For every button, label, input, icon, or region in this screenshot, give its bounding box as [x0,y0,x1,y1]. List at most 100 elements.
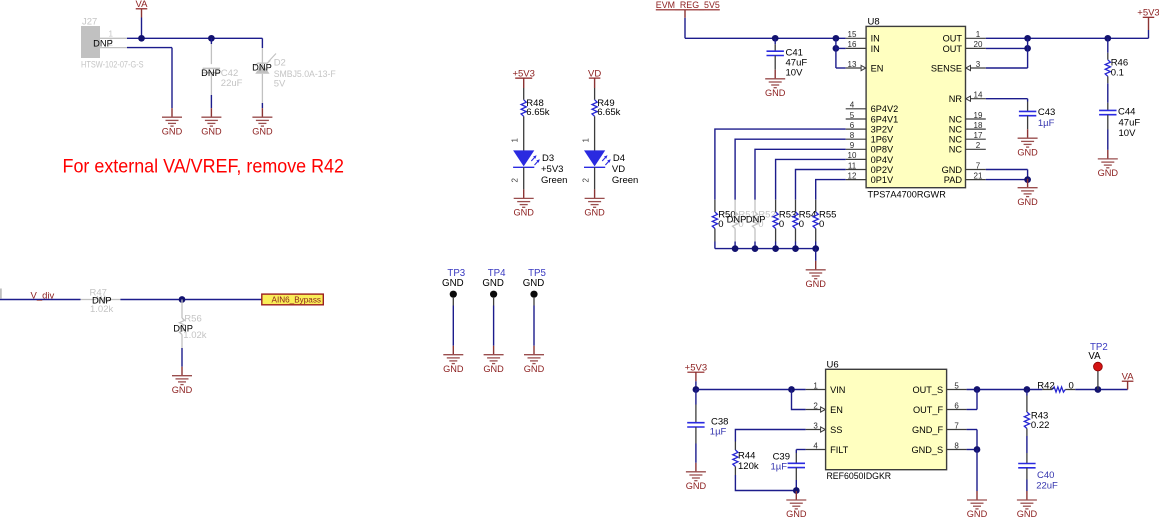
svg-text:GND: GND [1017,147,1038,157]
svg-text:1: 1 [976,30,981,39]
svg-text:R52: R52 [758,209,775,220]
svg-text:VD: VD [612,164,625,175]
svg-text:7: 7 [976,161,981,170]
svg-text:VA: VA [1122,371,1135,382]
svg-text:+5V3: +5V3 [541,164,563,175]
svg-text:OUT: OUT [943,34,963,44]
svg-text:2: 2 [511,178,520,183]
svg-text:GND_S: GND_S [911,445,943,455]
svg-text:2: 2 [582,178,591,183]
svg-text:R53: R53 [779,209,796,220]
svg-text:DNP: DNP [93,39,113,49]
svg-text:U8: U8 [868,16,880,27]
svg-text:R54: R54 [799,209,816,220]
svg-text:D4: D4 [613,153,625,164]
svg-text:5V: 5V [274,79,286,90]
svg-text:21: 21 [974,171,983,180]
svg-text:0P4V: 0P4V [871,155,894,165]
svg-text:7: 7 [954,421,959,430]
svg-text:C39: C39 [773,451,790,462]
svg-text:1µF: 1µF [770,462,787,473]
svg-text:OUT_F: OUT_F [913,405,944,415]
svg-text:1µF: 1µF [710,427,727,438]
svg-text:11: 11 [848,161,857,170]
svg-text:5: 5 [850,111,855,120]
svg-text:C42: C42 [221,68,238,79]
svg-text:GND: GND [442,278,464,289]
svg-text:OUT: OUT [943,44,963,54]
svg-text:GND: GND [513,208,534,218]
svg-text:10: 10 [848,151,857,160]
svg-text:2: 2 [976,141,981,150]
svg-text:0: 0 [738,219,743,230]
svg-text:GND: GND [172,385,193,395]
svg-text:1: 1 [813,381,818,390]
svg-text:GND: GND [1098,168,1119,178]
svg-text:Green: Green [541,175,567,186]
svg-text:VA: VA [136,0,149,10]
svg-text:For external VA/VREF, remove R: For external VA/VREF, remove R42 [63,156,345,178]
svg-text:GND_F: GND_F [912,425,944,435]
svg-text:20: 20 [974,40,983,49]
svg-text:DNP: DNP [727,214,747,224]
svg-text:TP4: TP4 [488,268,506,279]
svg-text:2: 2 [813,401,818,410]
svg-text:1.02k: 1.02k [183,330,206,341]
svg-text:GND: GND [584,208,605,218]
svg-text:IN: IN [871,44,880,54]
svg-text:NC: NC [949,135,963,145]
svg-text:DNP: DNP [173,324,193,334]
svg-text:6: 6 [850,121,855,130]
svg-text:0P8V: 0P8V [871,145,894,155]
svg-text:3: 3 [813,421,818,430]
svg-text:6.65k: 6.65k [526,107,549,118]
svg-text:R44: R44 [738,451,755,462]
svg-text:R55: R55 [819,209,836,220]
svg-text:C43: C43 [1038,107,1055,118]
svg-text:R43: R43 [1031,410,1048,421]
svg-text:1: 1 [109,29,114,38]
svg-text:SMBJ5.0A-13-F: SMBJ5.0A-13-F [274,69,336,80]
svg-text:4: 4 [850,101,855,110]
svg-text:+5V3: +5V3 [512,68,534,79]
svg-text:VIN: VIN [830,385,845,395]
svg-text:GND: GND [786,509,807,519]
svg-text:TPS7A4700RGWR: TPS7A4700RGWR [868,190,946,201]
svg-text:1µF: 1µF [1038,118,1055,129]
svg-text:8: 8 [850,131,855,140]
svg-text:+5V3: +5V3 [685,362,707,373]
svg-text:FILT: FILT [830,445,849,455]
svg-text:0: 0 [799,219,804,230]
svg-text:6P4V1: 6P4V1 [871,114,899,124]
svg-text:GND: GND [201,126,222,136]
svg-text:8: 8 [954,441,959,450]
svg-text:R49: R49 [597,98,614,109]
svg-text:D3: D3 [542,153,554,164]
svg-text:3P2V: 3P2V [871,125,894,135]
svg-text:1: 1 [511,138,520,143]
svg-text:22uF: 22uF [221,78,243,89]
svg-text:EVM_REG_5V5: EVM_REG_5V5 [656,0,720,11]
svg-text:15: 15 [848,30,857,39]
svg-text:C40: C40 [1037,470,1054,481]
svg-text:C38: C38 [711,416,728,427]
svg-text:VD: VD [588,68,601,79]
svg-text:5: 5 [954,381,959,390]
svg-text:1.02k: 1.02k [90,304,113,315]
svg-text:R47: R47 [90,287,107,298]
svg-text:TP2: TP2 [1090,342,1108,353]
svg-text:R48: R48 [526,98,543,109]
svg-text:GND: GND [1017,197,1038,207]
svg-text:10V: 10V [786,68,804,79]
svg-text:14: 14 [974,91,983,100]
svg-text:GND: GND [482,278,504,289]
svg-text:6.65k: 6.65k [597,107,620,118]
svg-text:1P6V: 1P6V [871,135,894,145]
svg-text:GND: GND [252,126,273,136]
svg-text:NC: NC [949,125,963,135]
svg-text:GND: GND [443,364,464,374]
svg-text:6P4V2: 6P4V2 [871,104,899,114]
svg-text:6: 6 [954,401,959,410]
svg-text:9: 9 [850,141,855,150]
svg-text:IN: IN [871,34,880,44]
